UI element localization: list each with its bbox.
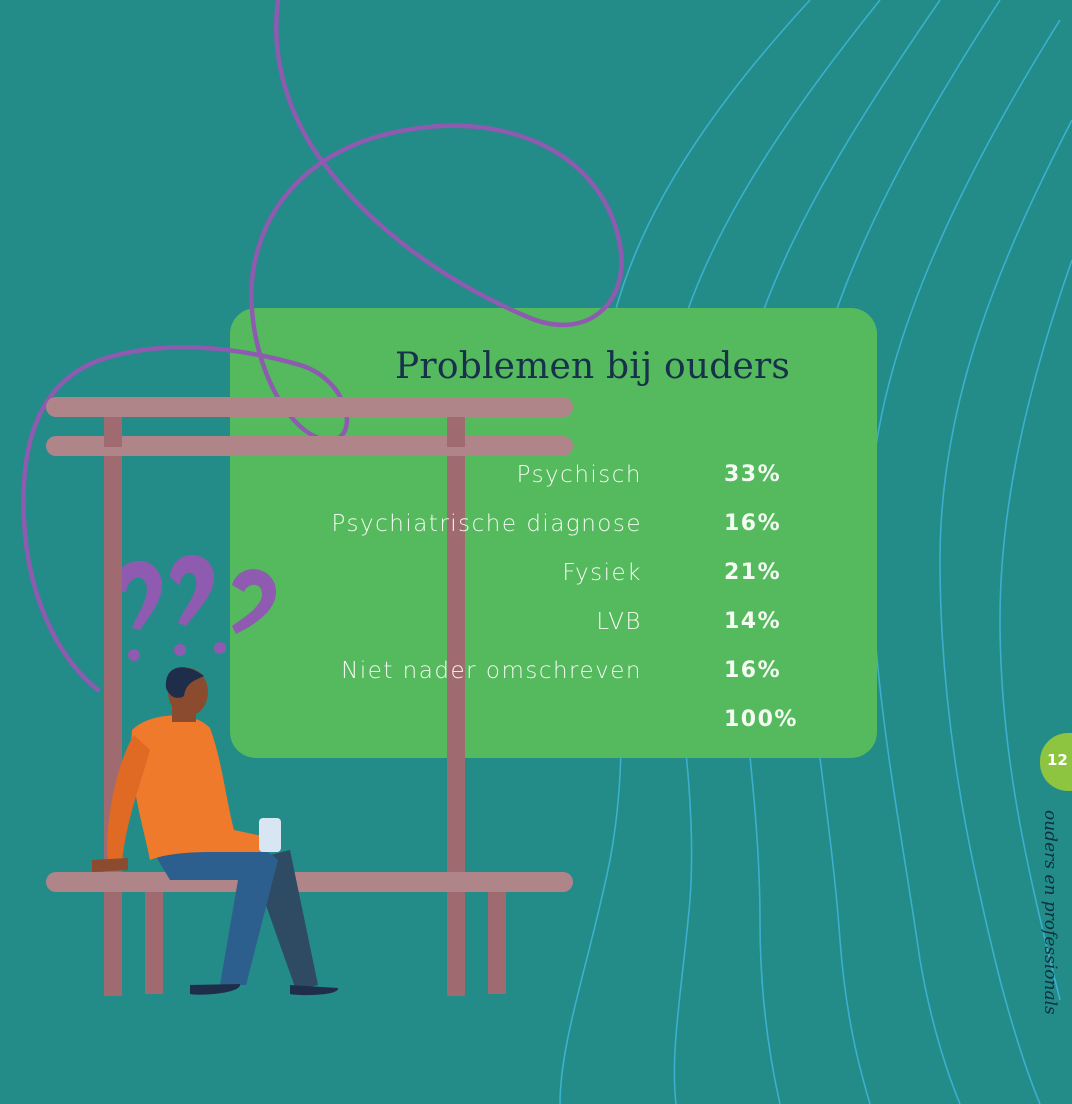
info-card (230, 308, 877, 758)
stats-row: Psychiatrische diagnose 16% (230, 511, 877, 551)
question-marks-icon (112, 554, 276, 661)
stats-row: Fysiek 21% (230, 560, 877, 600)
person-icon (92, 667, 339, 996)
section-label-wrap: ouders en professionals (1040, 810, 1066, 1015)
stats-total-value: 100% (724, 707, 798, 732)
stats-row-label: Psychiatrische diagnose (331, 511, 642, 537)
stats-row-value: 33% (724, 462, 782, 487)
stats-row-value: 16% (724, 658, 782, 683)
stats-row: Psychisch 33% (230, 462, 877, 502)
stats-row-value: 16% (724, 511, 782, 536)
stats-row-label: Psychisch (516, 462, 642, 488)
stats-row-label: LVB (596, 609, 642, 635)
stats-row-value: 14% (724, 609, 782, 634)
stats-row-value: 21% (724, 560, 782, 585)
stats-row: Niet nader omschreven 16% (230, 658, 877, 698)
card-title: Problemen bij ouders (395, 346, 791, 387)
page-number: 12 (1047, 751, 1068, 769)
stats-row-label: Niet nader omschreven (341, 658, 642, 684)
purple-squiggle (21, 0, 624, 693)
section-label: ouders en professionals (1040, 810, 1060, 1015)
stats-row: LVB 14% (230, 609, 877, 649)
stats-row-label: Fysiek (562, 560, 642, 586)
stats-total-row: 100% (230, 707, 877, 747)
